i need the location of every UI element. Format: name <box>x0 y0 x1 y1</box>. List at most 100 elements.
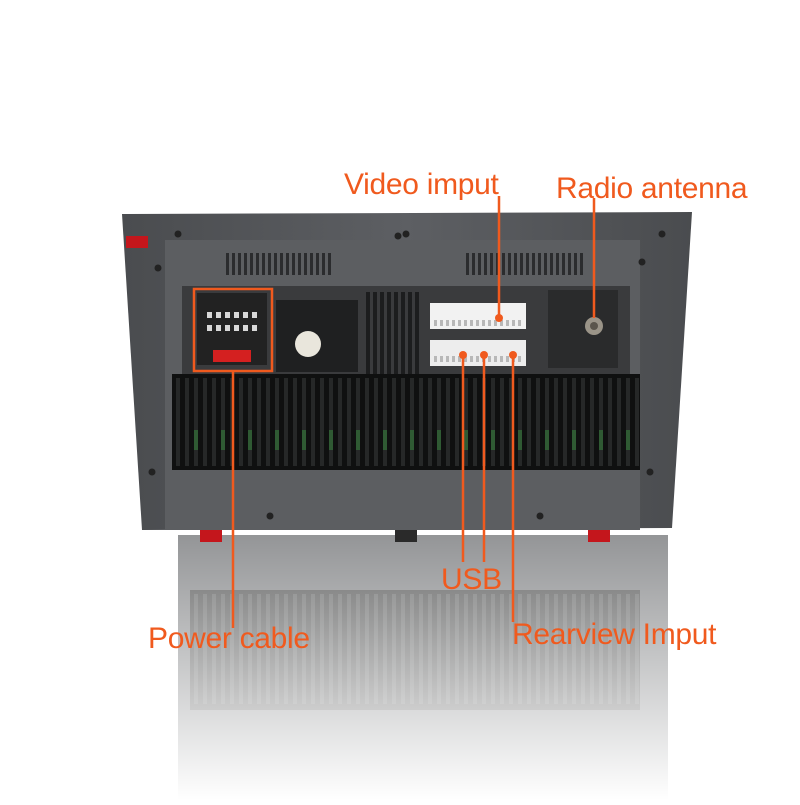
fin <box>446 378 450 466</box>
power-cable-label: Power cable <box>148 622 310 655</box>
fin <box>527 378 531 466</box>
fin <box>464 378 468 466</box>
callout-dots <box>459 314 517 359</box>
fin-green <box>194 430 198 450</box>
mounting-clip <box>126 236 148 248</box>
vent-slot <box>250 253 253 275</box>
fin <box>347 378 351 466</box>
callout-lines <box>192 196 596 628</box>
fin-green <box>626 430 630 450</box>
port-tooth <box>464 356 467 362</box>
fin-green <box>464 430 468 450</box>
pin <box>243 325 248 331</box>
vent-slot <box>310 253 313 275</box>
rib <box>380 292 384 374</box>
fuse-icon <box>213 350 251 362</box>
screw-hole <box>402 230 410 238</box>
rib <box>415 292 419 374</box>
port-teeth <box>434 320 521 362</box>
fin <box>284 378 288 466</box>
fin <box>392 378 396 466</box>
fin-green <box>275 430 279 450</box>
fin-green <box>545 430 549 450</box>
radio-antenna-label: Radio antenna <box>556 172 748 205</box>
fin <box>275 378 279 466</box>
fin <box>455 378 459 466</box>
mounting-clip <box>395 530 417 542</box>
fin-green <box>518 430 522 450</box>
fin <box>266 378 270 466</box>
fin <box>374 378 378 466</box>
fin <box>365 378 369 466</box>
fin-green <box>302 430 306 450</box>
fin <box>473 378 477 466</box>
fin <box>221 378 225 466</box>
pin <box>252 325 257 331</box>
port-tooth <box>512 320 515 326</box>
vent-slot <box>484 253 487 275</box>
fin <box>176 378 180 466</box>
pin <box>243 312 248 318</box>
port-tooth <box>518 320 521 326</box>
screw-hole <box>174 230 182 238</box>
screw-hole <box>266 512 274 520</box>
fin <box>194 378 198 466</box>
vent-slot <box>568 253 571 275</box>
port-tooth <box>440 320 443 326</box>
fin <box>491 378 495 466</box>
rearview-input-label: Rearview Imput <box>512 618 717 651</box>
fin-green <box>248 430 252 450</box>
fin-green <box>356 430 360 450</box>
fin <box>302 378 306 466</box>
fin <box>590 378 594 466</box>
heatsink-fins <box>176 378 639 466</box>
vent-slot <box>562 253 565 275</box>
port-tooth <box>494 320 497 326</box>
rib <box>373 292 377 374</box>
vent-slot <box>544 253 547 275</box>
fin <box>410 378 414 466</box>
vent-slot <box>238 253 241 275</box>
port-tooth <box>488 356 491 362</box>
fin <box>635 378 639 466</box>
fin <box>500 378 504 466</box>
video-input-label: Video imput <box>344 168 499 201</box>
pin <box>216 325 221 331</box>
port-tooth <box>488 320 491 326</box>
vent-slot <box>274 253 277 275</box>
fin-green <box>410 430 414 450</box>
fin <box>212 378 216 466</box>
vent-slot <box>292 253 295 275</box>
fin <box>572 378 576 466</box>
fin <box>554 378 558 466</box>
vent-slot <box>574 253 577 275</box>
port-tooth <box>464 320 467 326</box>
vent-slot <box>538 253 541 275</box>
top-vents <box>226 253 583 275</box>
port-tooth <box>518 356 521 362</box>
fin <box>617 378 621 466</box>
vent-slot <box>514 253 517 275</box>
fin <box>329 378 333 466</box>
vent-slot <box>508 253 511 275</box>
middle-ribs <box>366 292 419 374</box>
vent-slot <box>226 253 229 275</box>
fin <box>608 378 612 466</box>
vent-slot <box>232 253 235 275</box>
device-reflection <box>178 535 668 800</box>
fin <box>545 378 549 466</box>
fin-green <box>599 430 603 450</box>
fin <box>203 378 207 466</box>
port-tooth <box>482 320 485 326</box>
vent-slot <box>262 253 265 275</box>
power-connector-pins <box>207 312 257 331</box>
usb-label: USB <box>441 563 502 596</box>
port-tooth <box>470 356 473 362</box>
fin <box>581 378 585 466</box>
vent-slot <box>532 253 535 275</box>
pin <box>216 312 221 318</box>
vent-slot <box>496 253 499 275</box>
screw-hole <box>638 258 646 266</box>
fin-green <box>491 430 495 450</box>
